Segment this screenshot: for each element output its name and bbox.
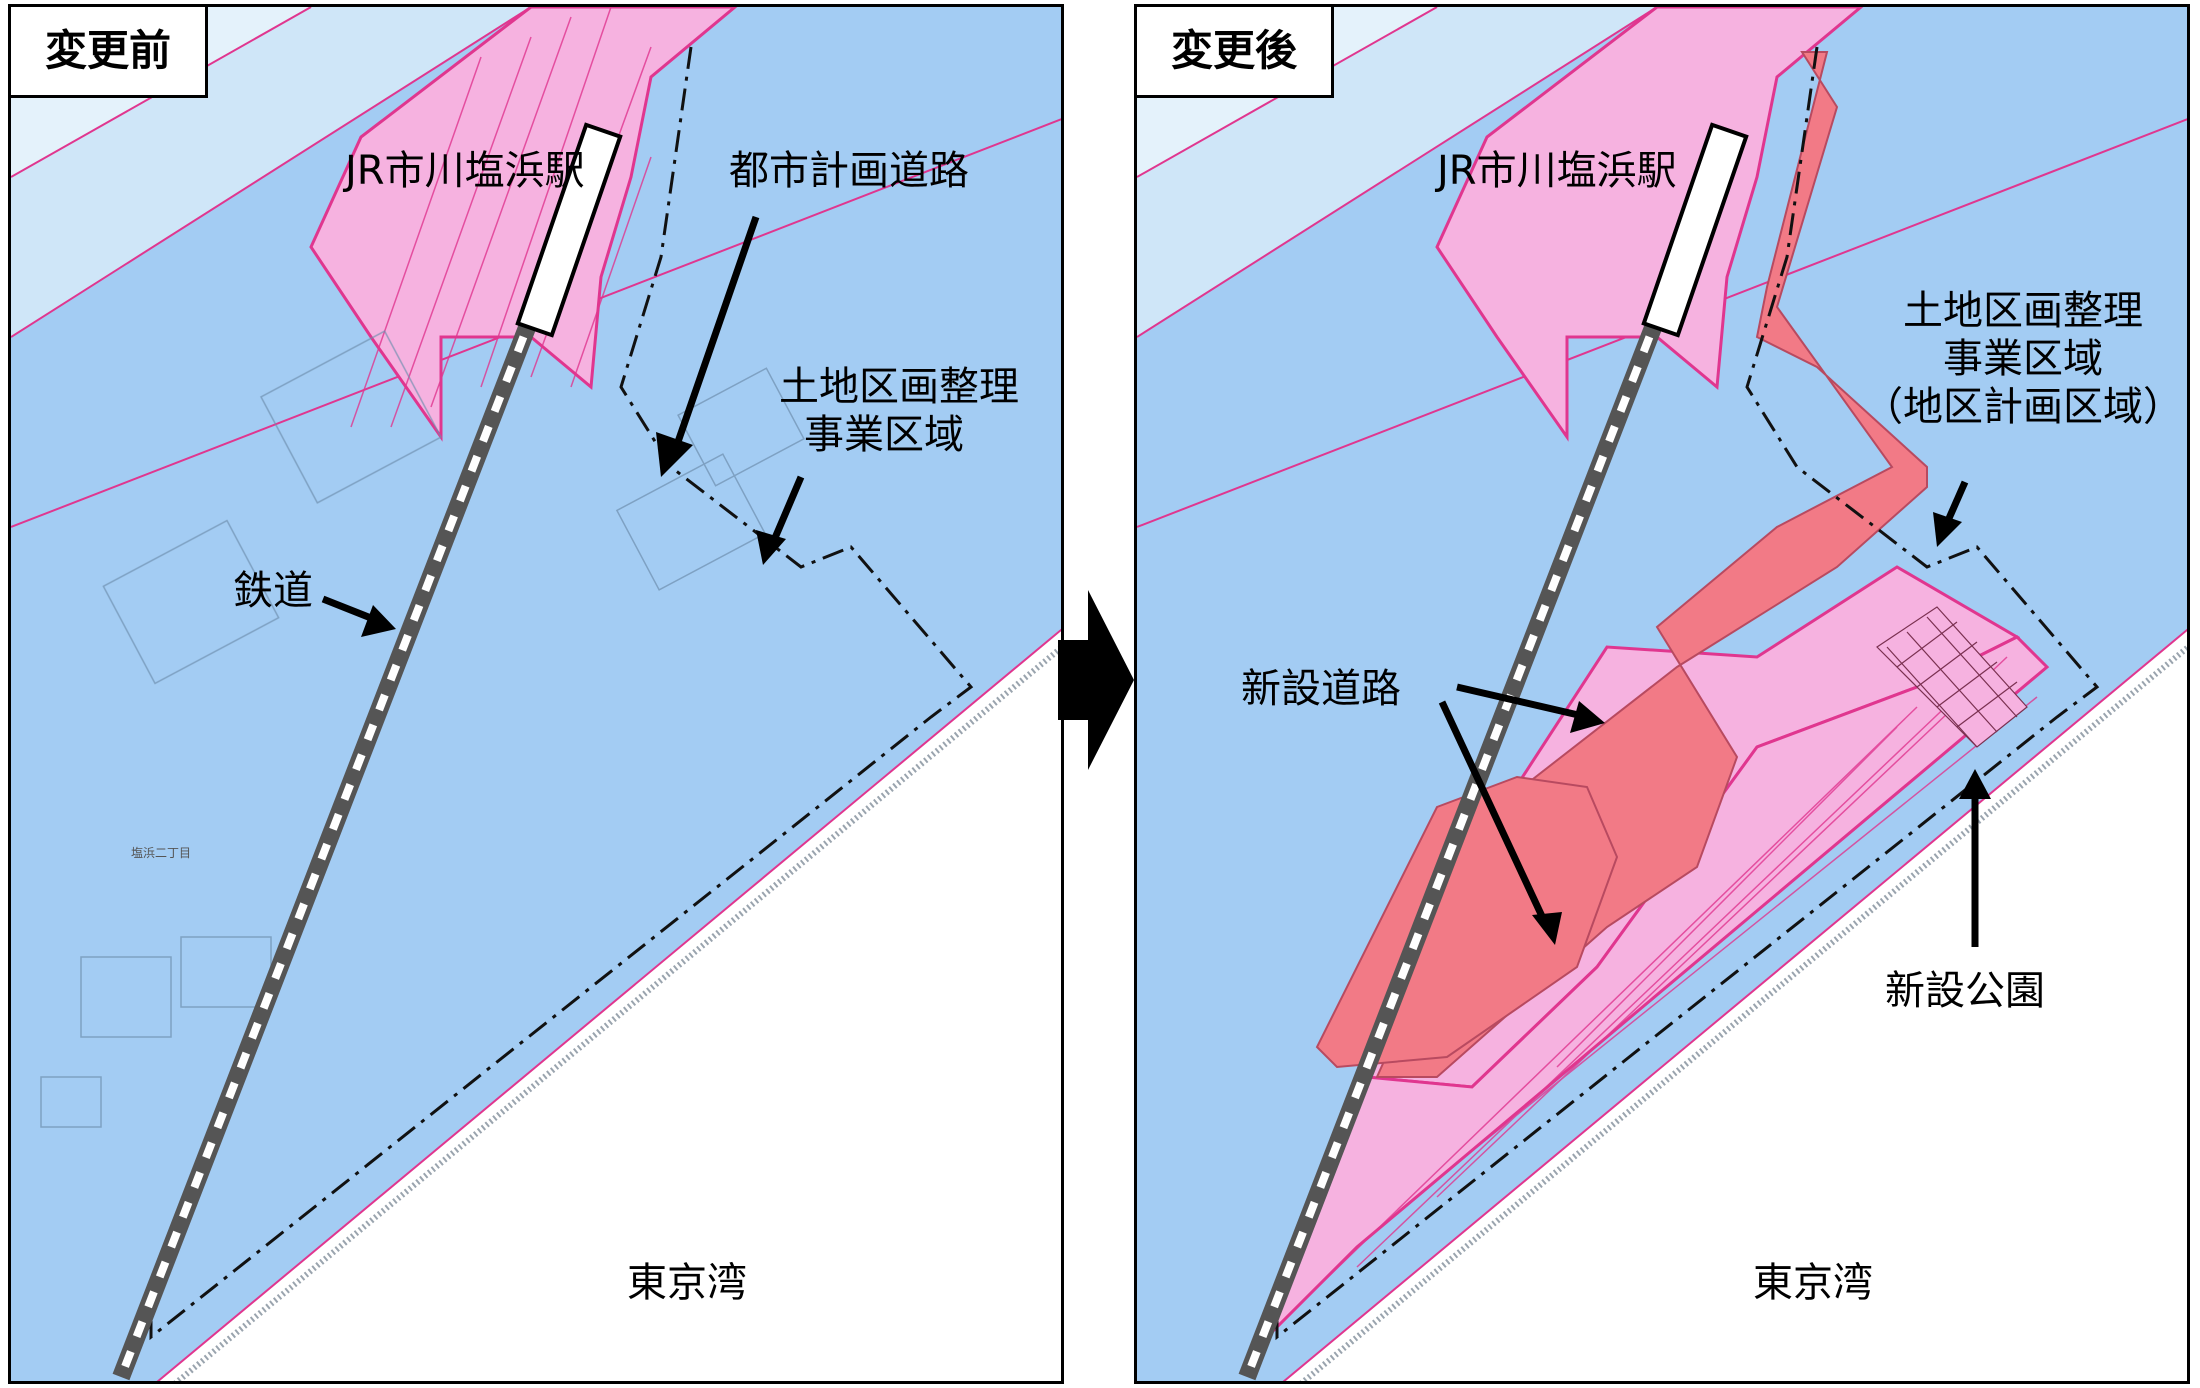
station-label: JR市川塩浜駅 [345,148,585,194]
after-tag: 変更後 [1137,7,1335,98]
change-arrow-icon [1058,590,1134,770]
bay-label: 東京湾 [627,1260,747,1306]
area-label: 土地区画整理 事業区域 [779,363,1019,459]
map-panel-before: 塩浜二丁目 変更前 JR市川塩浜駅 都市計画道路 土地区画整理 事業区域 鉄道 … [8,4,1064,1384]
railway-label: 鉄道 [233,568,313,614]
project-boundary [149,46,974,1341]
arrow-new-road-1 [1456,683,1588,721]
area-label-line3: （地区計画区域） [1863,384,2183,430]
railway-line [112,303,544,1381]
map-before: 塩浜二丁目 [11,7,1061,1381]
area-label-line2: 事業区域 [804,412,964,458]
map-after [1137,7,2187,1381]
arrow-road [667,215,760,464]
bay-label: 東京湾 [1753,1260,1873,1306]
arrow-new-road-2 [1438,700,1551,929]
new-road-label: 新設道路 [1241,666,1401,712]
area-label-line2: 事業区域 [1943,336,2103,382]
new-park-area [1876,606,2028,748]
before-tag: 変更前 [11,7,209,98]
road-label: 都市計画道路 [729,148,969,194]
area-label-line1: 土地区画整理 [779,364,1019,410]
map-text-block1: 塩浜二丁目 [131,845,191,860]
new-park-label: 新設公園 [1885,968,2045,1014]
station-building [515,122,623,338]
station-label: JR市川塩浜駅 [1437,148,1677,194]
area-label: 土地区画整理 事業区域 （地区計画区域） [1863,287,2183,431]
area-label-line1: 土地区画整理 [1903,288,2143,334]
map-panel-after: 変更後 JR市川塩浜駅 土地区画整理 事業区域 （地区計画区域） 新設道路 新設… [1134,4,2190,1384]
